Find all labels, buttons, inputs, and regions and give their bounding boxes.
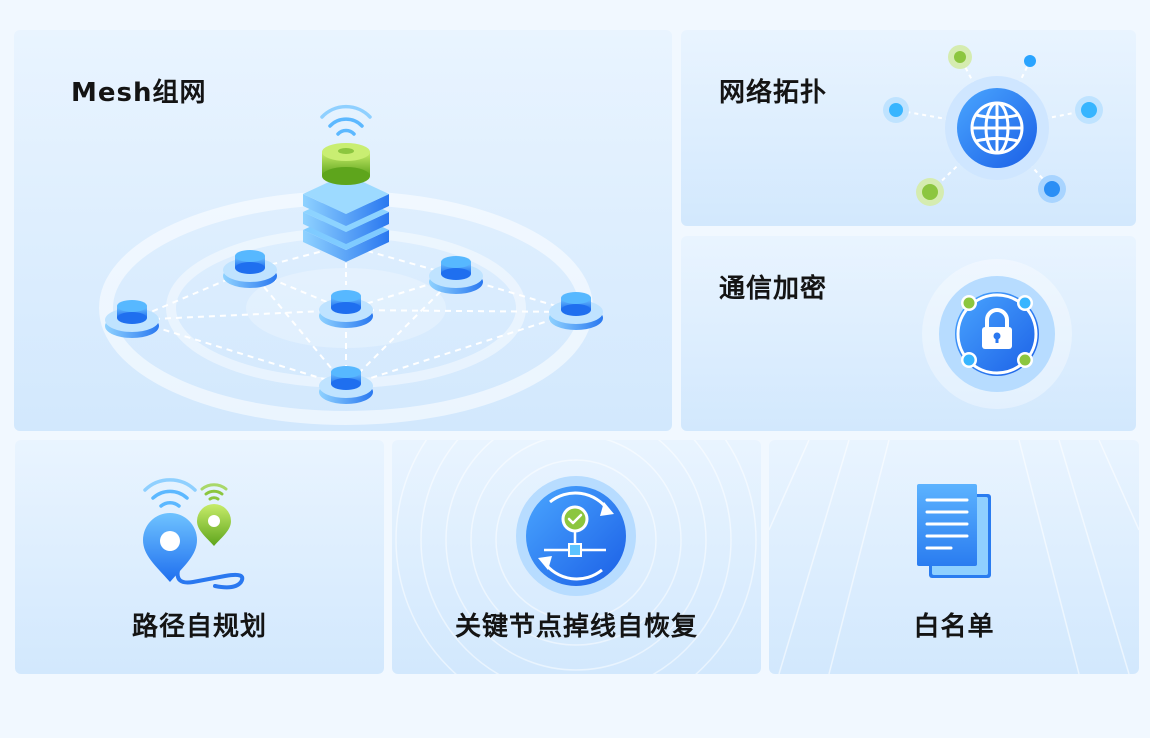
mesh-gateway <box>303 104 389 285</box>
mesh-node <box>223 250 277 288</box>
feature-card-path: 路径自规划 <box>15 440 384 674</box>
feature-card-whitelist: 白名单 <box>769 440 1139 674</box>
feature-title-path: 路径自规划 <box>131 612 267 642</box>
feature-card-mesh: Mesh组网 <box>14 30 672 431</box>
mesh-node <box>549 292 603 330</box>
feature-title-recovery: 关键节点掉线自恢复 <box>454 612 698 642</box>
feature-card-encryption: 通信加密 <box>681 236 1136 431</box>
node-recovery-icon <box>516 476 636 596</box>
document-list-icon <box>917 484 991 578</box>
globe-topology-icon <box>883 45 1103 206</box>
mesh-node <box>319 366 373 404</box>
location-pin-route-icon <box>143 478 245 590</box>
whitelist-background-lines <box>769 440 1139 674</box>
mesh-network-icon <box>99 104 603 425</box>
padlock-icon <box>922 259 1072 409</box>
feature-title-topology: 网络拓扑 <box>719 78 828 108</box>
mesh-node <box>105 300 159 338</box>
mesh-node <box>429 256 483 294</box>
feature-card-topology: 网络拓扑 <box>681 30 1136 226</box>
feature-title-encryption: 通信加密 <box>719 274 828 304</box>
recovery-background-rings <box>395 440 757 674</box>
feature-title-mesh: Mesh组网 <box>71 78 207 108</box>
feature-card-recovery: 关键节点掉线自恢复 <box>392 440 761 674</box>
mesh-node <box>319 290 373 328</box>
feature-title-whitelist: 白名单 <box>913 612 995 642</box>
